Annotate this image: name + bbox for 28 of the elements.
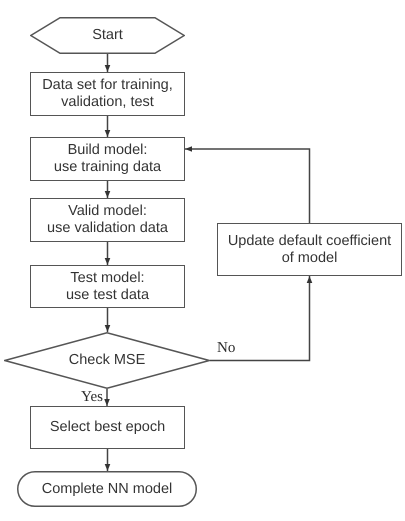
step-text: Test model: bbox=[70, 270, 145, 286]
arrow bbox=[185, 146, 310, 223]
step-text: Check MSE bbox=[68, 352, 146, 369]
step-text: Valid model: bbox=[68, 203, 147, 220]
arrow bbox=[104, 449, 110, 471]
step-text: use test data bbox=[66, 286, 150, 304]
edge-label: No bbox=[216, 340, 236, 356]
arrow bbox=[104, 181, 110, 198]
process-box bbox=[30, 137, 185, 181]
arrow bbox=[104, 242, 110, 265]
step-text: Data set for training, validation, test bbox=[41, 77, 174, 111]
step-text: Update default coefficient of model bbox=[226, 232, 392, 266]
step-text: Build model: bbox=[68, 142, 148, 159]
step-text: Select best epoch bbox=[50, 419, 166, 436]
step-text: Complete NN model bbox=[42, 480, 172, 498]
process-box bbox=[30, 406, 185, 449]
arrow bbox=[104, 54, 110, 72]
arrow bbox=[104, 389, 110, 406]
arrow bbox=[104, 308, 110, 332]
step-text: use training data bbox=[54, 159, 162, 176]
process-box bbox=[217, 223, 402, 276]
process-box bbox=[30, 198, 185, 242]
arrow bbox=[104, 116, 110, 137]
process-box bbox=[30, 72, 185, 116]
process-box bbox=[30, 265, 185, 308]
step-text: use validation data bbox=[47, 220, 168, 237]
arrow bbox=[210, 276, 312, 362]
step-text: Start bbox=[92, 27, 123, 44]
